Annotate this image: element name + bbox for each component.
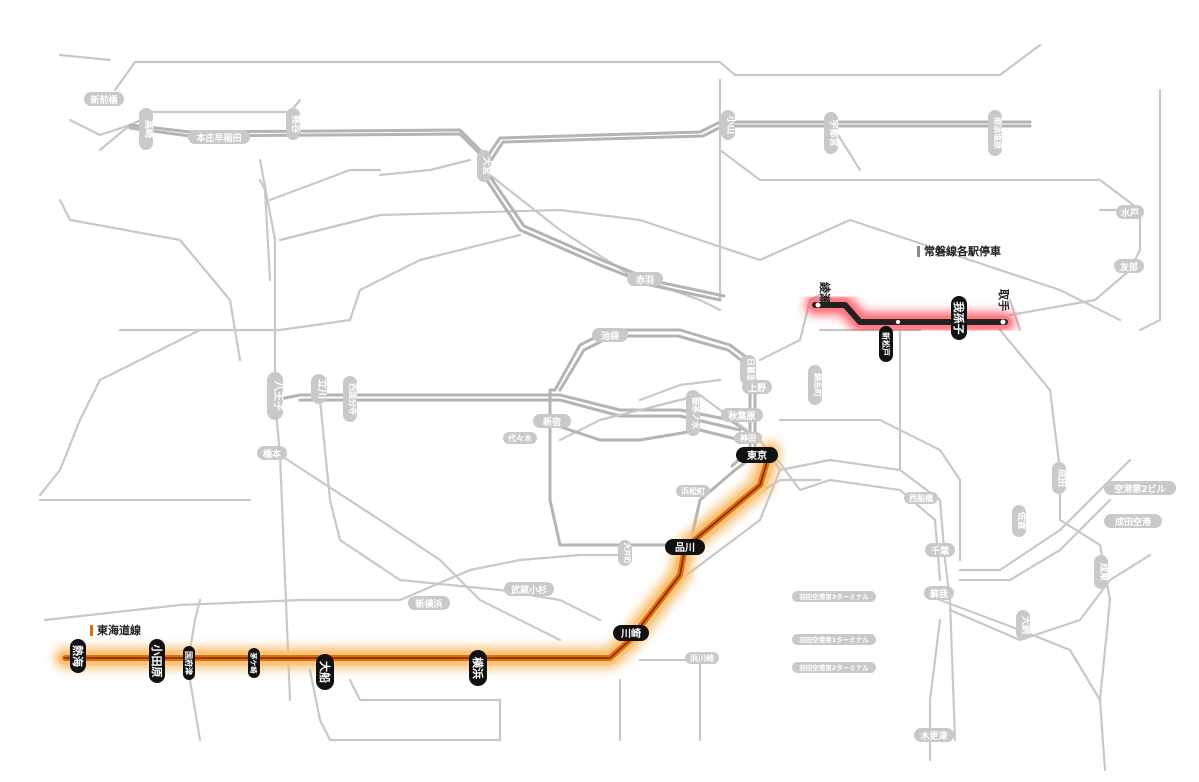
- station-tokyo: 東京: [747, 449, 767, 462]
- station-kanda: 神田: [740, 433, 756, 443]
- station-oami: 大網: [1020, 616, 1032, 634]
- station-abiko: 我孫子: [952, 302, 966, 335]
- station-utsunomiya: 宇都宮: [828, 119, 840, 146]
- joban-line: [805, 295, 1015, 332]
- station-ikebukuro: 池袋: [601, 330, 620, 342]
- station-naritaairport: 成田空港: [1115, 516, 1152, 528]
- station-kawasaki: 川崎: [620, 627, 641, 640]
- station-yokohama: 横浜: [471, 657, 485, 679]
- station-nippori: 日暮里: [746, 358, 756, 382]
- station-chigasaki: 茅ケ崎: [249, 652, 258, 674]
- legend: 東海道線 常磐線各駅停車: [90, 244, 1001, 637]
- station-haneda3: 羽田空港第3ターミナル: [799, 592, 869, 601]
- station-sakura: 佐倉: [1016, 511, 1028, 531]
- station-nasushiobara: 那須塩原: [993, 117, 1003, 149]
- station-shinjuku: 新宿: [543, 416, 561, 428]
- grey-station-labels: 新前橋 高崎 本庄早稲田 熊谷 大宮 小山 宇都宮 那須塩原 水戸 友部 赤羽 …: [84, 92, 1176, 742]
- station-odawara: 小田原: [150, 644, 164, 678]
- station-ochanomizu: 御茶ノ水: [691, 396, 701, 430]
- legend-joban: 常磐線各駅停車: [924, 244, 1001, 258]
- legend-tokaido: 東海道線: [97, 623, 141, 637]
- legend-tokaido-swatch: [90, 625, 93, 636]
- station-haneda1: 羽田空港第1ターミナル: [799, 635, 869, 644]
- station-yoyogi: 代々木: [507, 433, 533, 443]
- station-kozu: 国府津: [184, 651, 194, 675]
- station-funabashi: 西船橋: [909, 493, 934, 503]
- station-chiba: 千葉: [931, 545, 950, 557]
- station-hachioji: 八王子: [272, 380, 284, 411]
- station-airport2: 空港第2ビル: [1114, 483, 1165, 495]
- station-shinmatsudo: 新松戸: [881, 332, 891, 356]
- tokaido-line: [54, 441, 781, 669]
- station-ofuna: 大船: [318, 661, 332, 683]
- station-kumagaya: 熊谷: [290, 115, 302, 134]
- station-haneda2: 羽田空港第2ターミナル: [799, 663, 869, 672]
- station-akabane: 赤羽: [636, 274, 654, 286]
- station-shinagawa: 品川: [675, 542, 695, 554]
- station-kisarazu: 木更津: [919, 730, 947, 742]
- station-naruto: 成東: [1098, 563, 1110, 581]
- station-oyama: 小山: [725, 115, 737, 134]
- station-hamamatsucho: 浜松町: [681, 486, 705, 496]
- station-nishikokubunji: 西国分寺: [348, 383, 358, 415]
- station-narita: 成田: [1056, 469, 1068, 487]
- station-kinshicho: 錦糸町: [813, 372, 823, 397]
- highlight-station-labels: 熱海 小田原 国府津 茅ケ崎 大船 横浜 川崎 品川 東京 綾瀬 新松戸 我孫子…: [70, 282, 1011, 690]
- station-tachikawa: 立川: [316, 379, 329, 399]
- station-ayase: 綾瀬: [818, 282, 832, 304]
- station-oi: 大井町: [623, 543, 632, 564]
- station-hashimoto: 橋本: [263, 448, 282, 460]
- station-omiya: 大宮: [481, 157, 493, 175]
- station-toride: 取手: [997, 289, 1011, 311]
- station-soga: 蘇我: [929, 588, 948, 600]
- station-shinyokohama: 新横浜: [415, 598, 442, 610]
- station-akihabara: 秋葉原: [727, 410, 755, 422]
- station-atami: 熱海: [71, 645, 85, 667]
- station-mito: 水戸: [1121, 207, 1139, 219]
- station-ueno: 上野: [748, 382, 766, 394]
- station-tomobe: 友部: [1120, 261, 1138, 273]
- legend-joban-swatch: [917, 246, 920, 257]
- station-hamakawasaki: 浜川崎: [690, 653, 714, 663]
- station-musashikosugi: 武蔵小杉: [511, 584, 547, 596]
- station-shinmaebashi: 新前橋: [90, 94, 118, 106]
- station-honjo: 本庄早稲田: [196, 132, 241, 144]
- station-takasaki: 高崎: [143, 120, 155, 138]
